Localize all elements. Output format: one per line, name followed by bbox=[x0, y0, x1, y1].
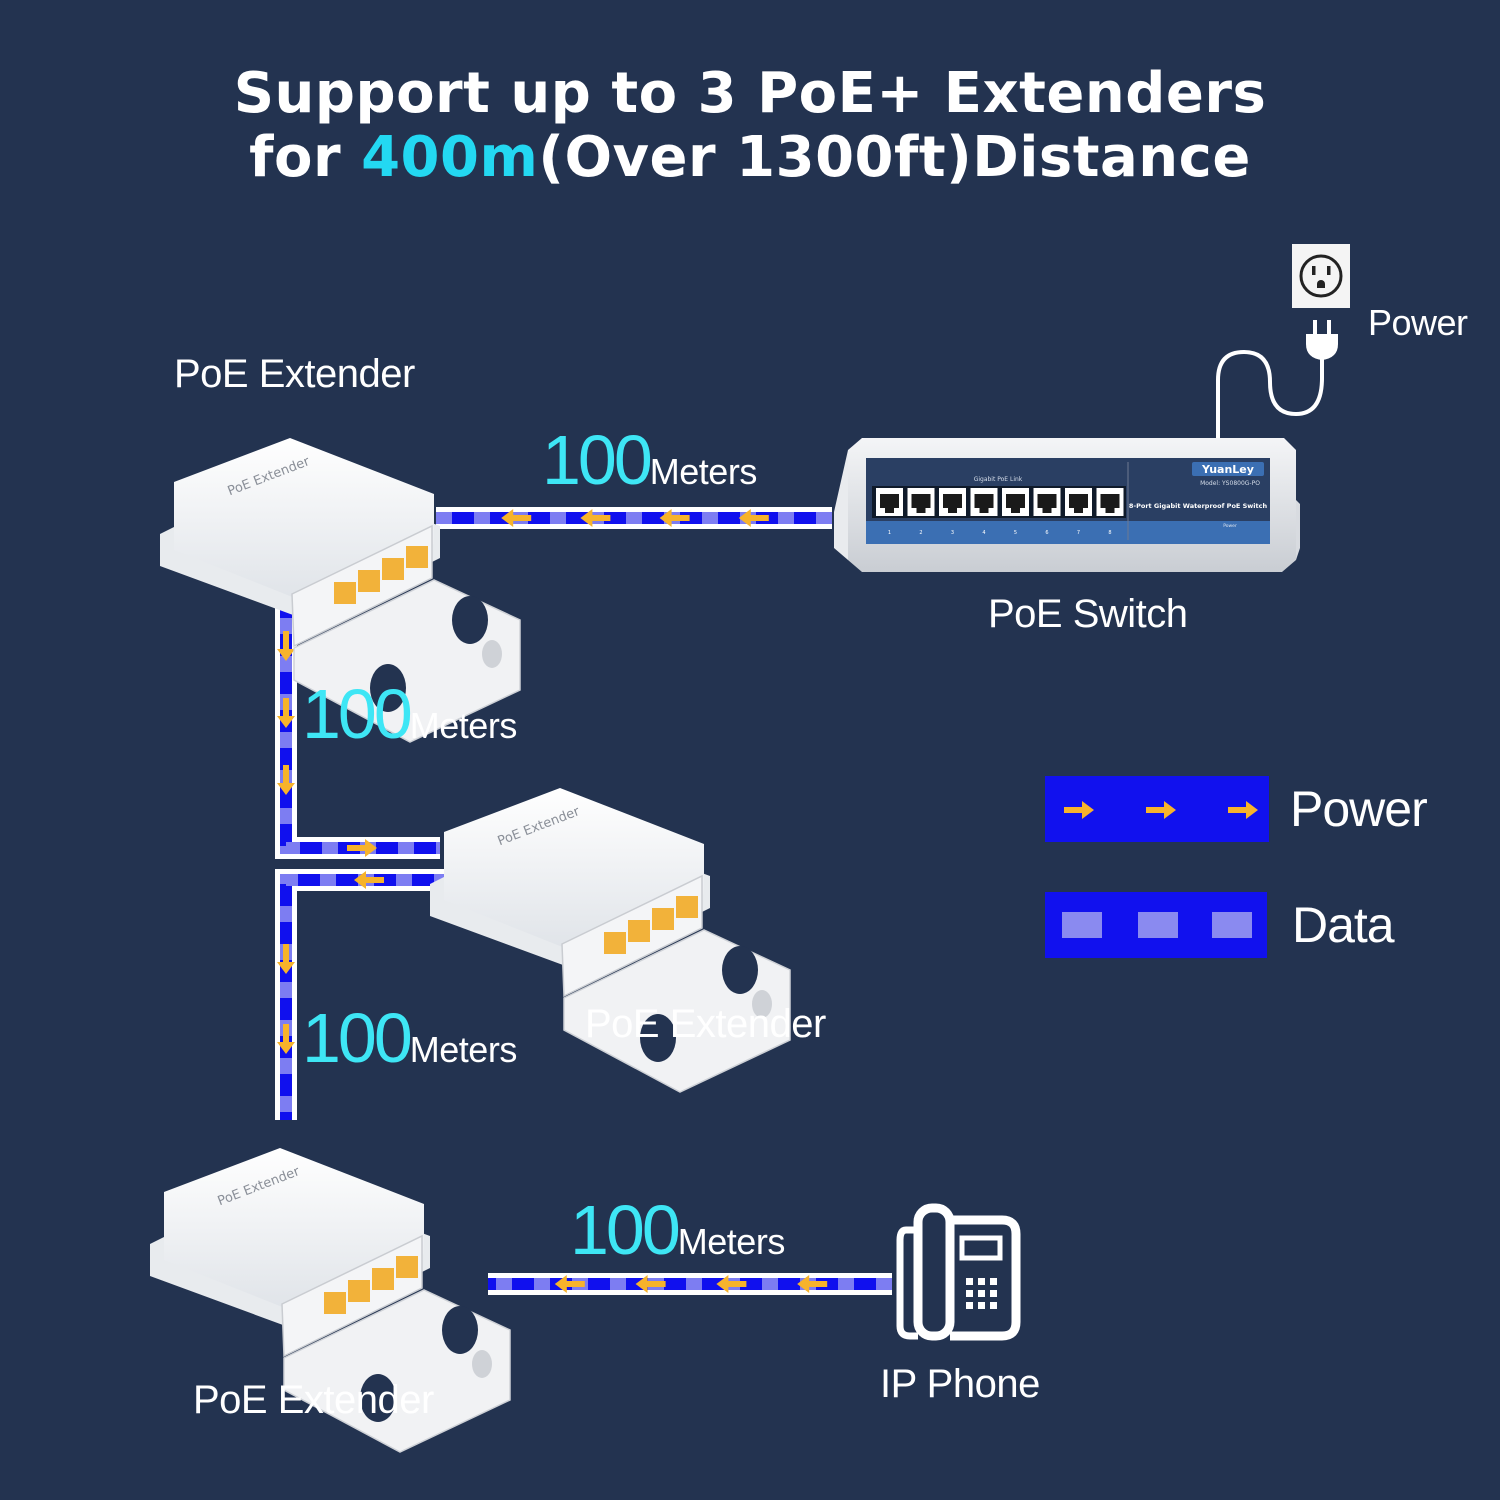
power-arrow-icon bbox=[580, 509, 611, 527]
power-arrow-icon bbox=[1228, 801, 1258, 819]
keypad-key bbox=[966, 1290, 973, 1297]
segment-3-number: 100 bbox=[302, 999, 413, 1077]
switch-port-number: 6 bbox=[1045, 530, 1048, 536]
legend-power-swatch bbox=[1045, 776, 1269, 842]
switch-power-indicator: Power bbox=[1223, 523, 1237, 529]
segment-2-number: 100 bbox=[302, 675, 413, 753]
legend-power-label: Power bbox=[1290, 781, 1428, 837]
switch-port-number: 3 bbox=[951, 530, 954, 536]
cable-segment-1 bbox=[436, 507, 832, 529]
power-arrow-icon bbox=[1146, 801, 1176, 819]
segment-1-distance: 100Meters bbox=[542, 420, 757, 500]
power-arrow-icon bbox=[797, 1275, 828, 1293]
switch-port-number: 8 bbox=[1108, 530, 1111, 536]
switch-port: 2 bbox=[907, 488, 935, 536]
phone-icon bbox=[896, 1203, 1021, 1341]
power-arrow-icon bbox=[277, 698, 295, 728]
power-arrow-icon bbox=[354, 871, 384, 889]
segment-1-number: 100 bbox=[542, 421, 653, 499]
poe-switch-label: PoE Switch bbox=[988, 592, 1188, 636]
segment-2-distance: 100Meters bbox=[302, 674, 517, 754]
switch-port: 5 bbox=[1002, 488, 1029, 536]
power-arrow-icon bbox=[716, 1275, 747, 1293]
extender-3-label: PoE Extender bbox=[193, 1378, 434, 1422]
keypad-key bbox=[978, 1302, 985, 1309]
title-prefix: for bbox=[249, 125, 362, 190]
legend-data-swatch bbox=[1045, 892, 1267, 958]
switch-port: 3 bbox=[939, 488, 966, 536]
poe-extender-3: PoE Extender bbox=[150, 1148, 511, 1453]
segment-3-distance: 100Meters bbox=[302, 998, 517, 1078]
legend-data-label: Data bbox=[1292, 897, 1395, 953]
extender-1-label: PoE Extender bbox=[174, 352, 415, 396]
power-arrow-icon bbox=[277, 631, 295, 661]
poe-extender-1: PoE Extender bbox=[160, 438, 521, 743]
power-arrow-icon bbox=[738, 509, 769, 527]
segment-4-distance: 100Meters bbox=[570, 1190, 785, 1270]
title-line-2: for 400m(Over 1300ft)Distance bbox=[0, 126, 1500, 190]
power-arrow-icon bbox=[277, 1024, 295, 1054]
power-source-label: Power bbox=[1368, 302, 1468, 343]
switch-port-number: 1 bbox=[888, 530, 891, 536]
switch-port-number: 7 bbox=[1077, 530, 1080, 536]
keypad-key bbox=[966, 1278, 973, 1285]
switch-port-number: 2 bbox=[919, 530, 922, 536]
keypad-key bbox=[978, 1278, 985, 1285]
segment-4-number: 100 bbox=[570, 1191, 681, 1269]
switch-brand: YuanLey bbox=[1201, 463, 1254, 476]
segment-4-unit: Meters bbox=[677, 1221, 786, 1262]
power-outlet-icon bbox=[1292, 244, 1350, 308]
keypad-key bbox=[990, 1278, 997, 1285]
title-highlight: 400m bbox=[361, 125, 539, 190]
segment-1-unit: Meters bbox=[649, 451, 758, 492]
power-arrow-icon bbox=[277, 765, 295, 795]
keypad-key bbox=[990, 1290, 997, 1297]
switch-model: Model: YS0800G-PO bbox=[1200, 480, 1260, 487]
ip-phone-label: IP Phone bbox=[880, 1362, 1040, 1406]
extender-2-label: PoE Extender bbox=[585, 1002, 826, 1046]
title-line-1: Support up to 3 PoE+ Extenders bbox=[233, 61, 1267, 126]
switch-port-number: 5 bbox=[1014, 530, 1017, 536]
segment-2-unit: Meters bbox=[409, 705, 518, 746]
power-arrow-icon bbox=[501, 509, 532, 527]
switch-port: 6 bbox=[1033, 488, 1061, 536]
power-arrow-icon bbox=[659, 509, 690, 527]
power-arrow-icon bbox=[347, 839, 377, 857]
switch-port: 4 bbox=[970, 488, 998, 536]
switch-port-number: 4 bbox=[982, 530, 985, 536]
switch-port: 7 bbox=[1065, 488, 1092, 536]
keypad-key bbox=[978, 1290, 985, 1297]
keypad-key bbox=[966, 1302, 973, 1309]
title-suffix: (Over 1300ft)Distance bbox=[538, 125, 1251, 190]
switch-port: 1 bbox=[876, 488, 903, 536]
cable-paths bbox=[275, 507, 892, 1295]
power-arrow-icon bbox=[554, 1275, 585, 1293]
switch-description: 8-Port Gigabit Waterproof PoE Switch bbox=[1129, 502, 1268, 510]
switch-port: 8 bbox=[1096, 488, 1124, 536]
cable-segment-2 bbox=[275, 580, 440, 859]
power-plug-icon bbox=[1306, 320, 1338, 360]
power-arrow-icon bbox=[277, 944, 295, 974]
poe-extender-2: PoE Extender bbox=[430, 788, 791, 1093]
keypad-key bbox=[990, 1302, 997, 1309]
cable-segment-4 bbox=[488, 1273, 892, 1295]
segment-3-unit: Meters bbox=[409, 1029, 518, 1070]
cable-segment-3 bbox=[275, 869, 450, 1120]
power-cord bbox=[1216, 349, 1324, 440]
power-arrow-icon bbox=[1064, 801, 1094, 819]
power-arrow-icon bbox=[635, 1275, 666, 1293]
poe-switch: 1 2 3 4 5 6 7 8 YuanLey Model: YS0800G-PO Gigab… bbox=[834, 438, 1300, 572]
switch-port-caption: Gigabit PoE Link bbox=[974, 476, 1023, 483]
